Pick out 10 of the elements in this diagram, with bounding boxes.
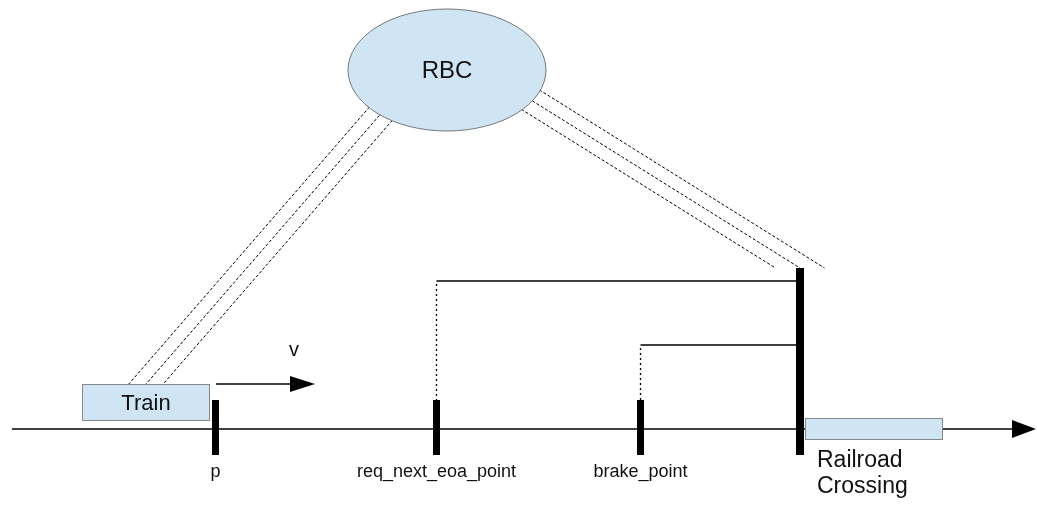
node-label: RBC: [421, 56, 473, 84]
node-label: req_next_eoa_point: [356, 461, 517, 482]
node-label: Railroad Crossing: [817, 446, 909, 499]
node-label: Train: [121, 389, 171, 416]
connector-line: [435, 280, 797, 401]
connector-line: [639, 344, 797, 401]
node-label: p: [210, 461, 221, 482]
velocity-label: v: [289, 338, 299, 361]
radio-link-line: [520, 108, 776, 269]
node-label: brake_point: [593, 461, 688, 482]
